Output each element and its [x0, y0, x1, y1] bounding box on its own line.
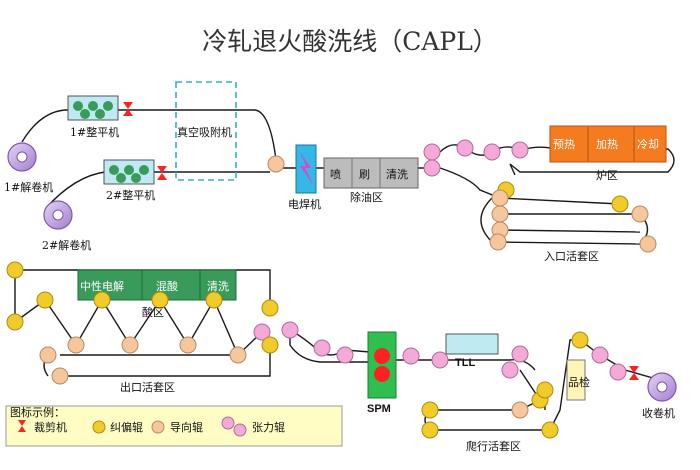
label-exit-loop: 出口活套区: [120, 380, 175, 394]
furnace-cell: 冷却: [637, 138, 659, 151]
guide-roll: [51, 367, 69, 385]
tension-roll: [423, 143, 441, 161]
guide-roll: [631, 205, 649, 223]
deflector-roll: [421, 401, 439, 419]
vacuum-box: [175, 81, 237, 181]
label-uncoiler-1: 1#解卷机: [4, 180, 53, 194]
leveler-2: [103, 159, 155, 185]
acid-cell: 清洗: [207, 280, 229, 293]
legend-title: 图标示例：: [10, 405, 65, 419]
guide-roll: [491, 189, 509, 207]
guide-roll: [67, 336, 85, 354]
deflector-roll: [205, 291, 223, 309]
deflector-roll: [611, 195, 629, 213]
label-acid: 酸区: [142, 305, 164, 319]
label-furnace: 炉区: [596, 169, 618, 182]
shear-icons: [123, 102, 639, 380]
label-vacuum: 真空吸附机: [177, 125, 232, 139]
deflector-roll: [261, 336, 279, 354]
uncoiler-2: [43, 200, 73, 230]
tension-roll: [336, 346, 354, 364]
guide-roll: [489, 233, 507, 251]
deflector-roll: [151, 291, 169, 309]
recoiler: [647, 372, 677, 402]
label-uncoiler-2: 2#解卷机: [42, 238, 91, 252]
acid-cell: 混酸: [156, 279, 178, 293]
tension-roll: [423, 159, 441, 177]
tll-unit: [445, 333, 499, 355]
legend-item: 张力辊: [252, 420, 285, 434]
legend-item: 导向辊: [170, 420, 203, 434]
tension-roll: [281, 321, 299, 339]
deflector-roll: [93, 291, 111, 309]
guide-roll: [639, 235, 657, 253]
deflector-roll: [6, 313, 24, 331]
tension-roll: [511, 141, 529, 159]
rollers: [6, 139, 657, 439]
label-inspection: 品检: [568, 375, 590, 389]
tension-roll: [591, 346, 609, 364]
degrease-cell: 清洗: [386, 168, 408, 181]
legend-item: 裁剪机: [34, 420, 67, 434]
deflector-roll: [421, 421, 439, 439]
tension-roll-icon: [221, 416, 235, 430]
label-leveler-2: 2#整平机: [106, 188, 155, 202]
guide-roll: [511, 401, 529, 419]
page-title: 冷轧退火酸洗线（CAPL）: [202, 27, 498, 56]
guide-roll: [121, 336, 139, 354]
furnace-cell: 预热: [553, 138, 575, 151]
label-crawl-loop: 爬行活套区: [466, 440, 521, 453]
label-degreasing: 除油区: [350, 190, 383, 204]
legend: [5, 405, 343, 447]
guide-roll: [179, 336, 197, 354]
degrease-cell: 刷: [359, 168, 370, 181]
shear-icon: [18, 420, 26, 426]
leveler-1: [67, 95, 119, 121]
deflector-roll: [536, 381, 554, 399]
degrease-cell: 喷: [330, 168, 341, 181]
deflector-roll: [571, 331, 589, 349]
guide-roll: [39, 346, 57, 364]
label-tll: TLL: [455, 357, 475, 369]
guide-roll: [491, 205, 509, 223]
deflector-roll: [541, 421, 559, 439]
spm-unit: [367, 331, 397, 399]
label-welder: 电焊机: [288, 197, 321, 211]
welder: [295, 144, 317, 194]
uncoiler-1: [7, 142, 37, 172]
label-entry-loop: 入口活套区: [544, 250, 599, 263]
furnace-cell: 加热: [596, 138, 618, 151]
tension-roll: [483, 143, 501, 161]
tension-roll: [313, 339, 331, 357]
acid-cell: 中性电解: [80, 279, 124, 293]
label-leveler-1: 1#整平机: [70, 125, 119, 139]
deflector-roll: [36, 291, 54, 309]
guide-roll: [267, 155, 285, 173]
guide-roll: [229, 346, 247, 364]
degreasing-unit: [323, 157, 419, 189]
guide-roll-icon: [151, 420, 165, 434]
tension-roll: [501, 361, 519, 379]
tension-roll: [253, 323, 271, 341]
inspection-unit: [566, 359, 586, 401]
deflector-roll: [261, 299, 279, 317]
legend-item: 纠偏辊: [110, 420, 143, 434]
tension-roll: [456, 139, 474, 157]
deflector-roll-icon: [92, 420, 106, 434]
tension-roll: [511, 345, 529, 363]
label-recoiler: 收卷机: [642, 406, 675, 420]
furnace: [549, 125, 667, 163]
label-spm: SPM: [367, 403, 391, 415]
tension-roll: [402, 347, 420, 365]
deflector-roll: [6, 261, 24, 279]
tension-roll: [609, 363, 627, 381]
tension-roll: [431, 351, 449, 369]
